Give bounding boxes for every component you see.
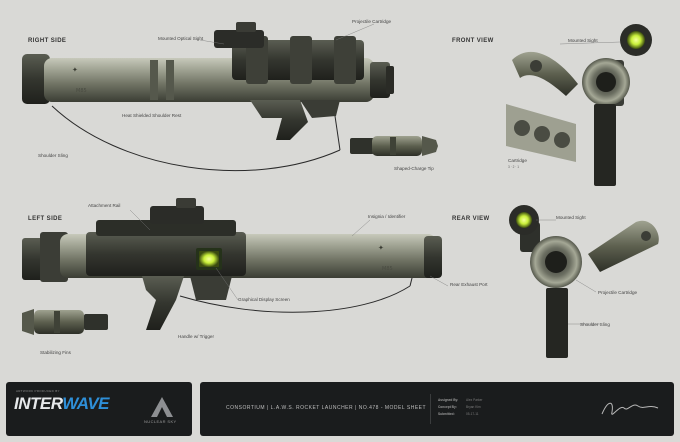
callout-cartridge: Cartridge <box>508 158 527 163</box>
svg-text:✦: ✦ <box>72 66 78 74</box>
footer-info-panel <box>200 382 674 436</box>
rocket-left <box>22 309 108 335</box>
footer-divider <box>430 394 431 424</box>
right-side-title: RIGHT SIDE <box>28 38 67 44</box>
front-view-title: FRONT VIEW <box>452 38 494 44</box>
studio-logo-icon <box>151 397 173 417</box>
cartridge-slot-2: 2 <box>512 165 515 169</box>
callout-rear-exhaust-port: Rear Exhaust Port <box>450 282 488 287</box>
brand-caption: ARTWORK PRODUCED BY <box>16 389 60 393</box>
model-sheet: ✦ M85 ✦ <box>22 19 659 358</box>
credit-value-submitted: 05-17-11 <box>466 412 479 416</box>
brand-part-1: INTER <box>14 394 63 413</box>
credit-value-assigned: Alex Parker <box>466 398 483 402</box>
callout-mounted-sight-rear: Mounted Sight <box>556 215 586 220</box>
sheet-title: CONSORTIUM | L.A.W.S. ROCKET LAUNCHER | … <box>226 405 427 411</box>
callout-projectile-cartridge-rear: Projectile Cartridge <box>598 290 638 295</box>
leader-lines <box>129 23 621 325</box>
callout-insignia-identifier: Insignia / Identifier <box>368 214 406 219</box>
callout-shoulder-sling-rear: Shoulder Sling <box>580 322 610 327</box>
cartridge-slot-1: 1 <box>517 165 520 169</box>
callout-heat-shielded-shoulder-rest: Heat Shielded Shoulder Rest <box>122 113 182 118</box>
callout-mounted-optical-sight: Mounted Optical Sight <box>158 36 204 41</box>
left-side-title: LEFT SIDE <box>28 216 63 222</box>
callout-shaped-charge-tip: Shaped-Charge Tip <box>394 166 434 171</box>
cartridge-note: 3 · 2 · 1 <box>508 165 520 169</box>
credit-label-submitted: Submitted: <box>438 412 455 416</box>
left-side-launcher: ✦ M85 <box>22 198 442 330</box>
brand-part-2: WAVE <box>62 394 110 413</box>
right-side-launcher: ✦ M85 <box>22 22 394 172</box>
callout-projectile-cartridge: Projectile Cartridge <box>352 19 392 24</box>
credit-label-assigned: Assigned By: <box>438 398 459 402</box>
credit-value-concept: Bryan Kim <box>466 405 481 409</box>
rocket-right <box>350 136 438 156</box>
launcher-artwork: ✦ M85 ✦ <box>22 22 659 358</box>
callout-attachment-rail: Attachment Rail <box>88 203 121 208</box>
serial-right: M85 <box>76 88 87 94</box>
signature-icon <box>601 402 659 415</box>
callout-mounted-sight-front: Mounted Sight <box>568 38 598 43</box>
brand-logo: INTERWAVE <box>14 394 110 414</box>
callout-graphical-display-screen: Graphical Display Screen <box>238 297 290 302</box>
serial-left: M85 <box>382 266 393 272</box>
callout-stabilizing-fins: Stabilizing Fins <box>40 350 71 355</box>
rear-view-title: REAR VIEW <box>452 216 490 222</box>
cartridge-slot-3: 3 <box>508 165 510 169</box>
studio-name: NUCLEAR SKY <box>144 419 177 424</box>
svg-text:✦: ✦ <box>378 244 384 252</box>
callout-shoulder-sling: Shoulder Sling <box>38 153 68 158</box>
callout-handle-trigger: Handle w/ Trigger <box>178 334 215 339</box>
credit-label-concept: Concept By: <box>438 405 457 409</box>
rear-view-launcher <box>509 205 659 358</box>
front-view-launcher <box>506 24 652 186</box>
